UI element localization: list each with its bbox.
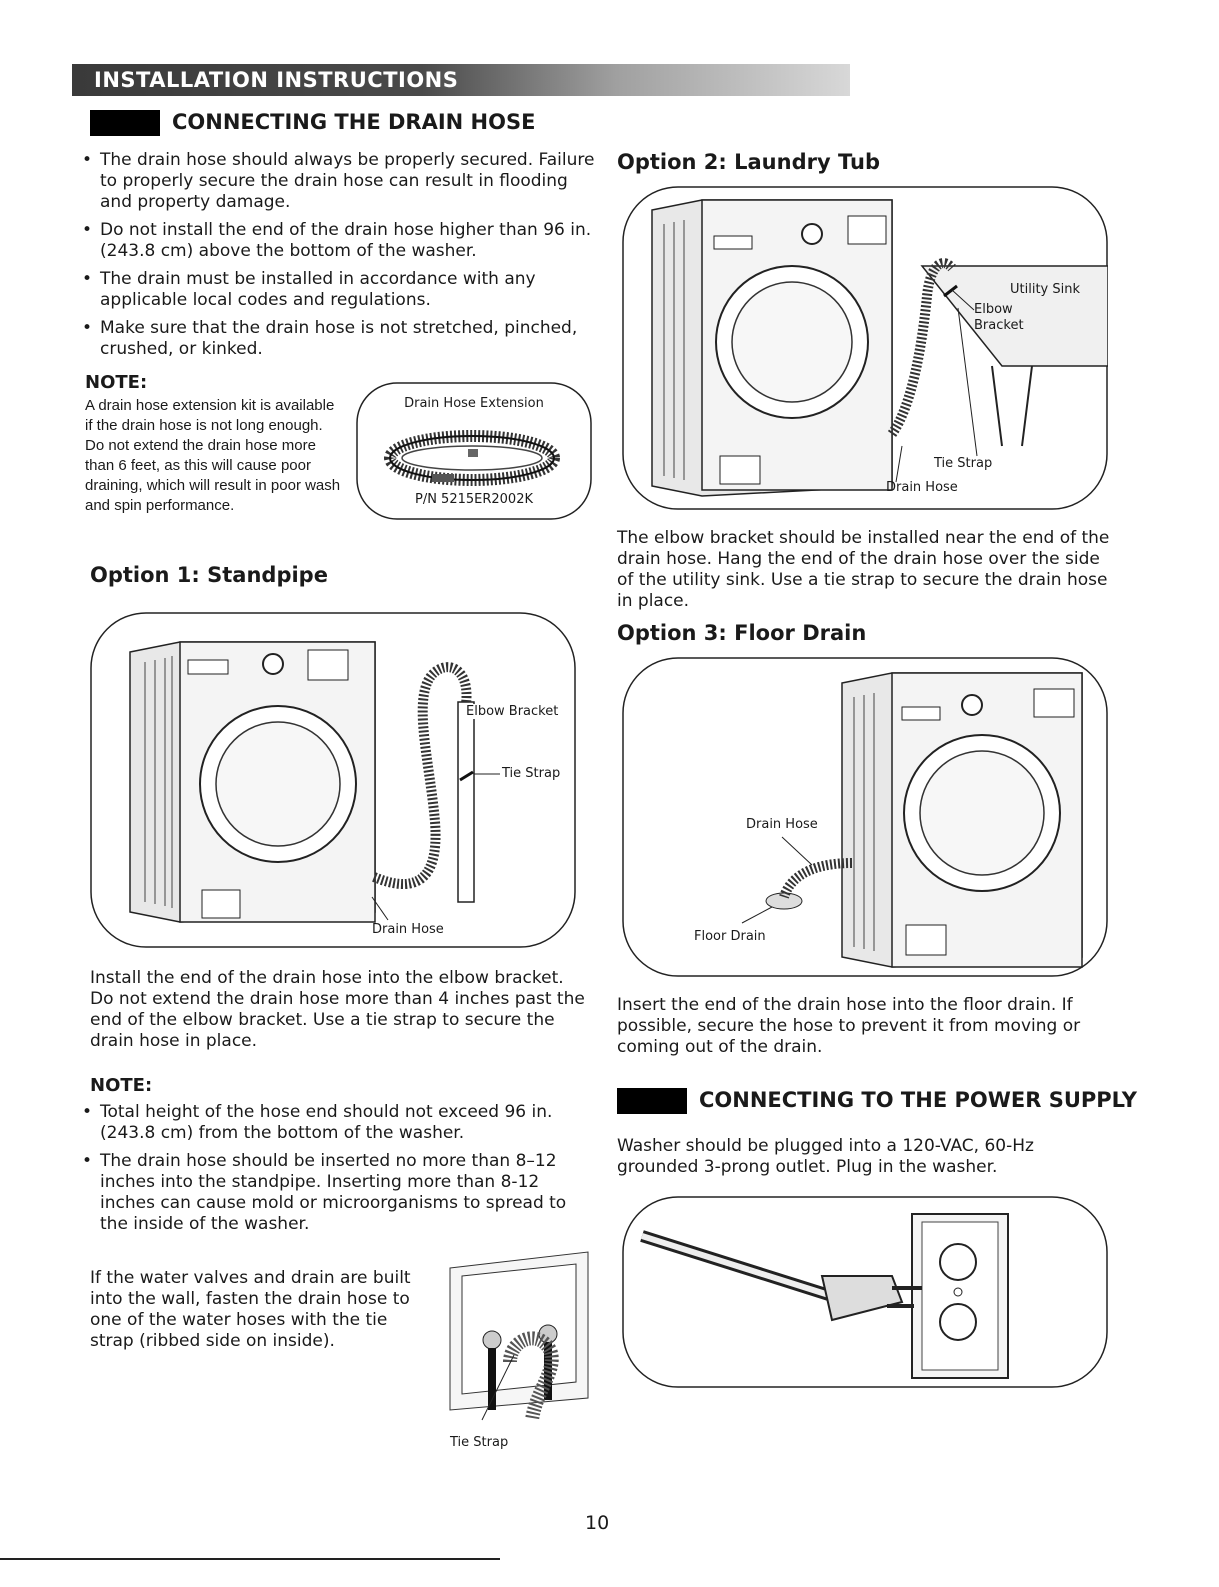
drain-section-title: CONNECTING THE DRAIN HOSE: [172, 110, 536, 134]
option3-text: Insert the end of the drain hose into th…: [617, 995, 1081, 1057]
option2-tie-label: Tie Strap: [934, 456, 993, 471]
option3-title: Option 3: Floor Drain: [617, 621, 867, 645]
section-banner: INSTALLATION INSTRUCTIONS: [72, 64, 850, 96]
wall-valves-text: If the water valves and drain are built …: [90, 1268, 411, 1351]
page-number: 10: [585, 1512, 610, 1534]
option3-hose-label: Drain Hose: [746, 817, 818, 832]
list-item: Do not install the end of the drain hose…: [78, 220, 598, 262]
list-item: The drain hose should be inserted no mor…: [78, 1151, 588, 1235]
wall-valve-illustration: [449, 1251, 589, 1422]
option1-elbow-label: Elbow Bracket: [466, 704, 559, 719]
option1-title: Option 1: Standpipe: [90, 563, 328, 587]
power-text: Washer should be plugged into a 120-VAC,…: [617, 1136, 1034, 1177]
power-section-title: CONNECTING TO THE POWER SUPPLY: [699, 1088, 1137, 1112]
option1-note-heading: NOTE:: [90, 1075, 153, 1096]
note-text: A drain hose extension kit is available …: [85, 397, 341, 514]
power-figure: [622, 1196, 1108, 1392]
drain-bullets: The drain hose should always be properly…: [78, 150, 598, 367]
outlet-illustration: [622, 1196, 1108, 1388]
option2-figure: Utility Sink Elbow Bracket Tie Strap Dra…: [622, 186, 1109, 520]
option2-hose-label: Drain Hose: [886, 480, 958, 495]
floor-drain-illustration: [622, 657, 1108, 977]
laundry-tub-illustration: [622, 186, 1109, 510]
note-heading: NOTE:: [85, 372, 148, 393]
standpipe-illustration: [90, 612, 576, 948]
power-section-heading: CONNECTING TO THE POWER SUPPLY: [617, 1088, 1137, 1114]
option1-figure: Elbow Bracket Tie Strap Drain Hose: [90, 612, 576, 948]
list-item: Total height of the hose end should not …: [78, 1102, 588, 1144]
option1-tie-label: Tie Strap: [502, 766, 561, 781]
list-item: Make sure that the drain hose is not str…: [78, 318, 598, 360]
option2-title: Option 2: Laundry Tub: [617, 150, 880, 174]
drain-section-heading: CONNECTING THE DRAIN HOSE: [90, 110, 535, 136]
option2-text: The elbow bracket should be installed ne…: [617, 528, 1110, 611]
option2-sink-label: Utility Sink: [1010, 282, 1081, 297]
section-marker: [90, 110, 160, 136]
option3-figure: Drain Hose Floor Drain: [622, 657, 1108, 979]
extension-part-number: P/N 5215ER2002K: [414, 492, 533, 507]
extension-illustration: [356, 382, 592, 520]
section-marker: [617, 1088, 687, 1114]
option3-drain-label: Floor Drain: [694, 929, 766, 944]
extension-panel: Drain Hose Extension P/N 5215ER2002K: [356, 382, 592, 520]
extension-title: Drain Hose Extension: [404, 396, 544, 411]
option1-text: Install the end of the drain hose into t…: [90, 968, 585, 1051]
wall-valve-figure: [440, 1250, 590, 1425]
banner-title: INSTALLATION INSTRUCTIONS: [94, 68, 459, 92]
option1-note-bullets: Total height of the hose end should not …: [78, 1102, 588, 1242]
list-item: The drain hose should always be properly…: [78, 150, 598, 213]
option1-hose-label: Drain Hose: [372, 922, 444, 937]
list-item: The drain must be installed in accordanc…: [78, 269, 598, 311]
option2-elbow-label: Elbow Bracket: [974, 302, 1024, 333]
wall-tie-label: Tie Strap: [450, 1435, 509, 1450]
bottom-rule: [0, 1558, 500, 1560]
